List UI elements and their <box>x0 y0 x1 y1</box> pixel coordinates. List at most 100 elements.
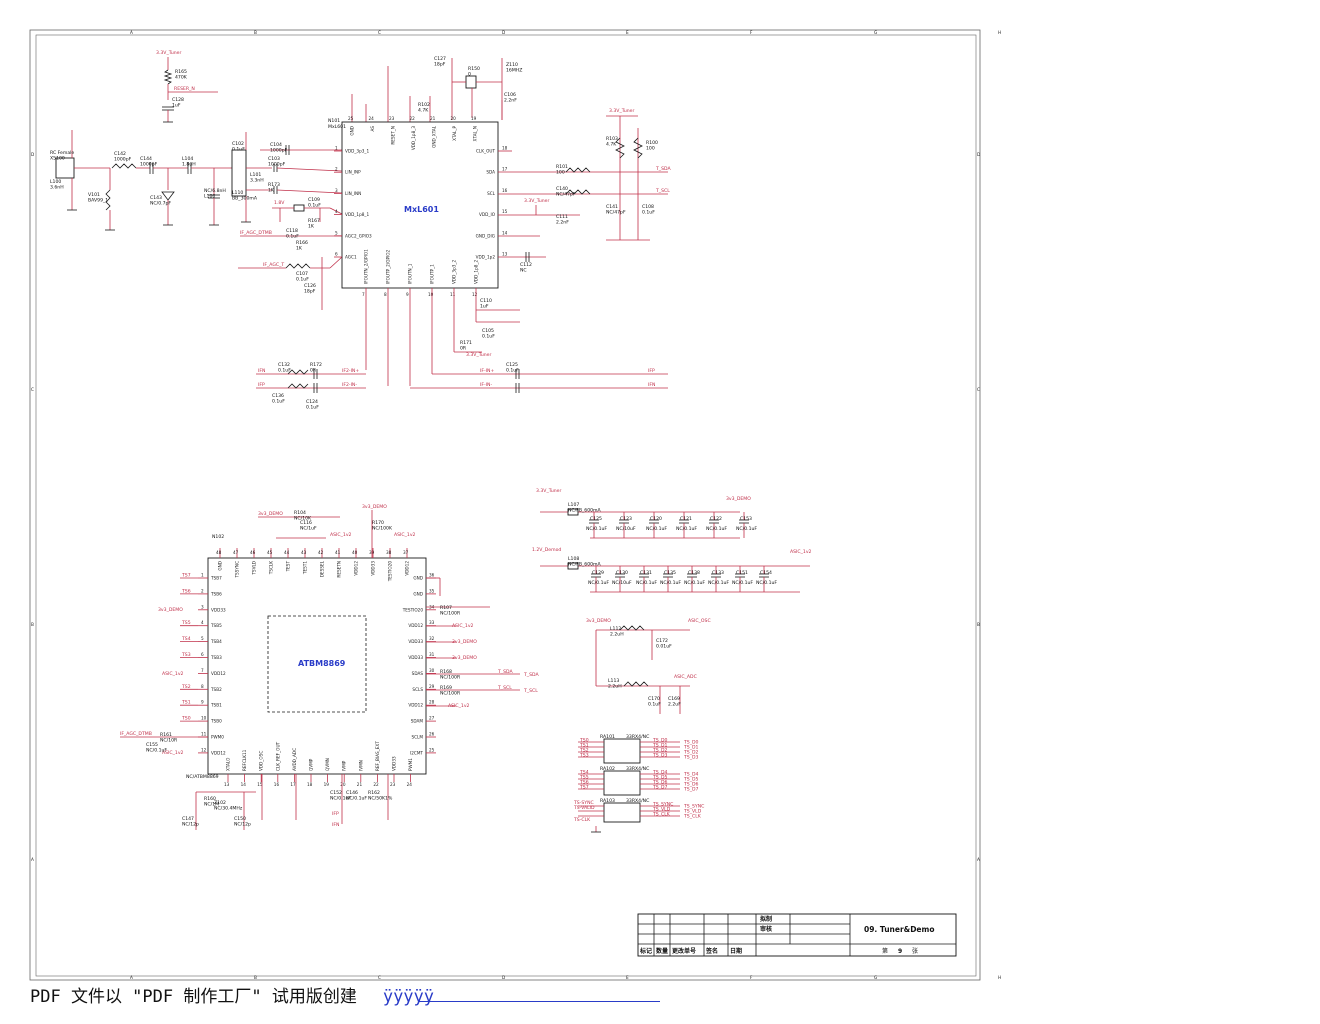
revision-header: 日期 <box>730 947 742 955</box>
demod-pin-number: 1 <box>201 573 204 578</box>
part-value: 2.2nF <box>556 220 569 226</box>
tuner-pin-name: VDD_1p8_1 <box>345 212 369 217</box>
demod-pin-name: VDD12 <box>211 671 226 676</box>
part-value: 100 <box>646 146 655 152</box>
demod-pin-name: TSB2 <box>210 687 222 692</box>
revision-header: 数量 <box>656 947 668 955</box>
demod-pin-number: 47 <box>233 550 239 555</box>
tuner-pin-number: 8 <box>384 292 387 297</box>
ts-net-label: TS0 <box>181 716 191 722</box>
tuner-pin-number: 15 <box>502 209 508 214</box>
demod-pin-number: 6 <box>201 652 204 657</box>
demod-pin-number: 11 <box>201 732 207 737</box>
demod-pin-name: REF_BIAS_EXT <box>375 741 380 771</box>
demod-pin-number: 22 <box>373 782 379 787</box>
cap-value: NC/10uF <box>616 526 636 532</box>
net-label: 3.3V_Tuner <box>536 488 562 494</box>
demod-pin-name: PWM1 <box>408 758 413 771</box>
cap-ref: C151 <box>736 570 748 576</box>
tuner-pin-number: 25 <box>348 116 354 121</box>
demod-pin-number: 40 <box>352 550 358 555</box>
part-ref: R107 <box>440 605 452 611</box>
part-value: 2.2uH <box>610 632 624 638</box>
net-label: ASIC_1v2 <box>162 671 184 677</box>
bus-in-label: TS7 <box>579 785 589 791</box>
part-value: 1uF <box>172 103 181 109</box>
part-ref: L107 <box>568 502 579 508</box>
demod-pin-name: VDD33 <box>371 561 376 576</box>
demod-pin-number: 25 <box>429 747 435 752</box>
net-label: T_SDA <box>655 166 671 172</box>
ts-net-label: TS6 <box>181 588 191 594</box>
bus-mid-label: TS_D0 <box>652 738 668 744</box>
part-value: 2.2uF <box>668 702 681 708</box>
part-ref: C107 <box>296 271 308 277</box>
demod-pin-name: SDAS <box>412 671 424 676</box>
tuner-pin-name: LIN_INN <box>345 191 361 196</box>
part-value: NC/47pF <box>606 210 626 216</box>
demod-pin-number: 28 <box>429 700 435 705</box>
part-ref: R165 <box>175 69 187 75</box>
part-value: 3.3nH <box>250 178 264 184</box>
net-label: 3v3_DEMO <box>726 496 751 502</box>
demod-pin-number: 35 <box>429 588 435 593</box>
tuner-chip-name: MxL601 <box>404 205 439 214</box>
net-label: IF2-IN+ <box>342 368 359 374</box>
demod-pin-number: 7 <box>201 668 204 673</box>
net-label: 3.3V_Tuner <box>156 50 182 56</box>
watermark-text: PDF 文件以 "PDF 制作工厂" 试用版创建 <box>30 987 357 1007</box>
demod-pin-name: VDD12 <box>405 561 410 576</box>
part-ref: R169 <box>440 685 452 691</box>
demod-pin-name: TSCLK <box>269 561 274 575</box>
border-mark-left: C <box>31 387 34 392</box>
cap-value: NC/10uF <box>612 580 632 586</box>
net-label: T_SCL <box>655 188 670 194</box>
part-ref: R150 <box>468 66 480 72</box>
net-label: IFN <box>648 382 655 388</box>
decap-row-1: C125NC/0.1uFC123NC/10uFC120NC/0.1uFC121N… <box>586 512 757 538</box>
part-value: 1.8uH <box>182 162 196 168</box>
net-label: 3.3V_Tuner <box>466 352 492 358</box>
demod-pin-number: 21 <box>357 782 363 787</box>
part-value: L106 <box>204 194 215 200</box>
demod-ic-atbm8869 <box>207 557 427 775</box>
part-value: 0.1uF <box>296 277 309 283</box>
revision-header: 标记 <box>639 947 652 955</box>
ts-net-label: TS3 <box>181 652 191 658</box>
tuner-section: 3.3V_Tuner RESER_N <box>55 50 671 393</box>
part-ref: R173 <box>268 182 280 188</box>
demod-pin-name: VDD12 <box>408 623 423 628</box>
cap-value: NC/0.1uF <box>732 580 753 586</box>
part-value: 0.1uF <box>648 702 661 708</box>
tuner-pin-name: IFOUTN_2/GPIO1 <box>364 249 369 284</box>
tuner-pin-number: 2 <box>335 167 338 172</box>
part-value: 4.7K <box>418 108 429 114</box>
border-mark-right: A <box>977 857 980 862</box>
demod-pin-number: 37 <box>403 550 409 555</box>
part-value: X5100 <box>50 156 65 162</box>
part-value: 1K <box>308 224 315 230</box>
demod-pin-name: VDD33 <box>211 607 226 612</box>
part-ref: NC/6.8nH <box>204 188 226 194</box>
border-mark-bottom: B <box>254 975 257 980</box>
part-ref: C152 <box>330 790 342 796</box>
watermark-link[interactable]: ÿÿÿÿÿ <box>382 987 435 1007</box>
tuner-pin-number: 3 <box>335 188 338 193</box>
demod-pin-name: RESETN <box>337 561 342 578</box>
cap-ref: C130 <box>616 570 628 576</box>
tuner-pin-number: 10 <box>428 292 434 297</box>
bus-out-label: TS_D3 <box>683 755 699 761</box>
bus-mid-label: TS_VLD <box>652 807 671 813</box>
part-value: NC/0.7pF <box>150 201 171 207</box>
tuner-pin-name: XTAL_N <box>473 126 478 141</box>
tuner-pin-name: AGC2_GPIO3 <box>345 233 372 238</box>
part-ref: R162 <box>368 790 380 796</box>
border-mark-bottom: H <box>998 975 1001 980</box>
demod-pin-name: TEST <box>286 561 291 573</box>
part-ref: C172 <box>656 638 668 644</box>
demod-pin-name: PWM0 <box>211 735 224 740</box>
part-ref: C102 <box>232 141 244 147</box>
part-ref: C125 <box>506 362 518 368</box>
sheet-prefix: 第 <box>882 947 888 955</box>
